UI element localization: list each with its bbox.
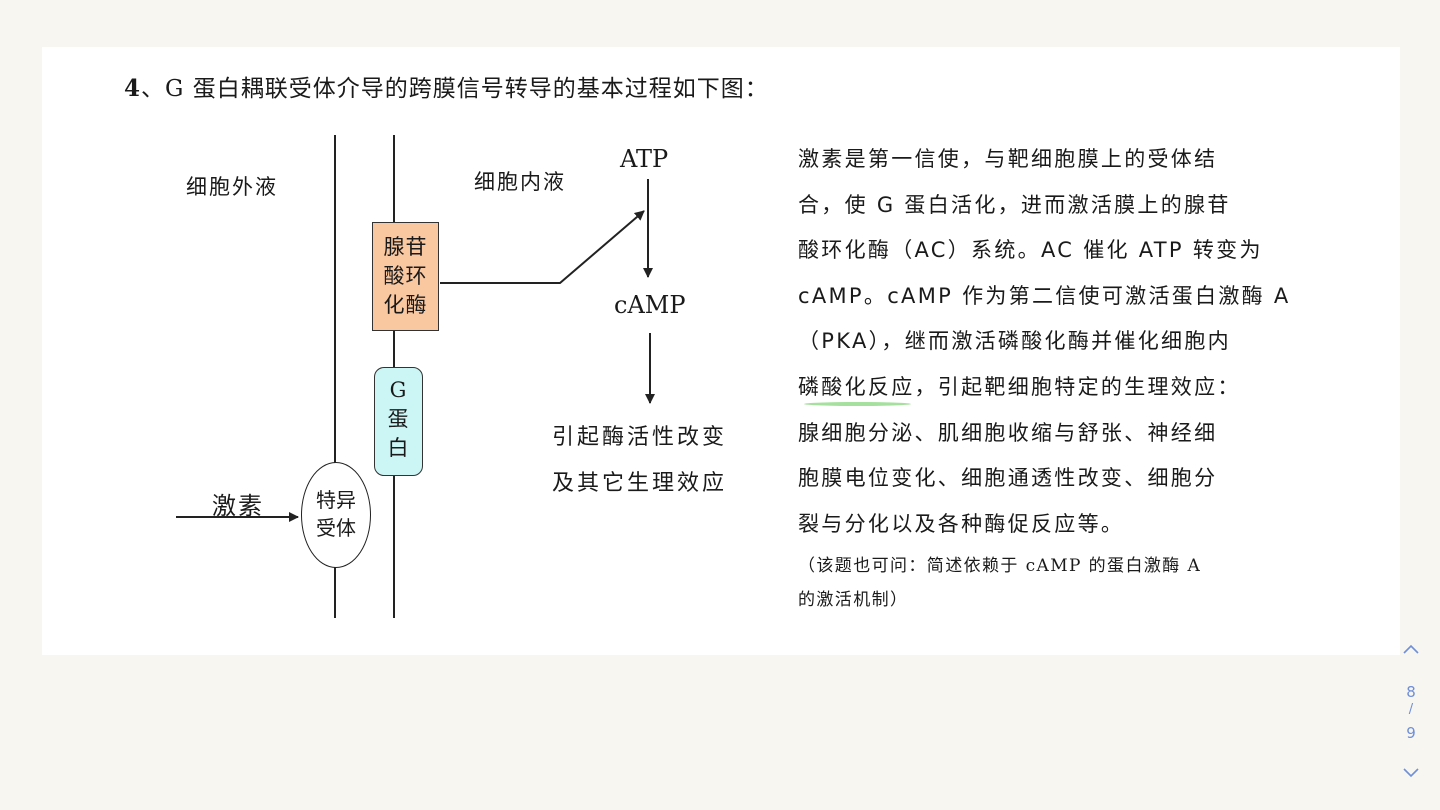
camp-label: cAMP: [614, 291, 686, 319]
description-line: （PKA），继而激活磷酸化酶并催化细胞内: [798, 329, 1231, 354]
chevron-up-icon[interactable]: [1401, 640, 1421, 660]
question-title: 、G 蛋白耦联受体介导的跨膜信号转导的基本过程如下图：: [141, 76, 769, 102]
effect-label-line-1: 引起酶活性改变: [552, 425, 728, 450]
diagram-arrows: [176, 179, 655, 522]
adenylate-cyclase-box: 腺苷 酸环 化酶: [372, 222, 439, 331]
current-page-number: 8: [1406, 683, 1416, 701]
adenylate-cyclase-text-3: 化酶: [383, 293, 428, 317]
g-protein-text-1: G: [389, 378, 408, 402]
intracellular-label: 细胞内液: [474, 170, 566, 194]
total-page-count: 9: [1406, 724, 1416, 742]
mechanism-description: 激素是第一信使，与靶细胞膜上的受体结 合，使 G 蛋白活化，进而激活膜上的腺苷 …: [798, 137, 1318, 547]
description-line: 胞膜电位变化、细胞通透性改变、细胞分: [798, 466, 1218, 491]
description-line: 酸环化酶（AC）系统。AC 催化 ATP 转变为: [798, 238, 1263, 263]
document-page: 4、G 蛋白耦联受体介导的跨膜信号转导的基本过程如下图： 细胞外液 细胞内液 腺…: [42, 47, 1400, 655]
page-navigator: 8 / 9: [1396, 640, 1426, 785]
description-line: 合，使 G 蛋白活化，进而激活膜上的腺苷: [798, 192, 1231, 217]
description-line: 腺细胞分泌、肌细胞收缩与舒张、神经细: [798, 420, 1218, 445]
chevron-down-icon[interactable]: [1401, 762, 1421, 782]
page-separator: /: [1408, 702, 1414, 717]
description-line: cAMP。cAMP 作为第二信使可激活蛋白激酶 A: [798, 283, 1291, 308]
effect-label-line-2: 及其它生理效应: [552, 471, 728, 496]
specific-receptor-ellipse: 特异 受体: [301, 462, 371, 568]
description-line-highlighted: 磷酸化反应，引起靶细胞特定的生理效应：: [798, 365, 1318, 411]
adenylate-cyclase-text-2: 酸环: [383, 264, 428, 288]
cyclase-to-atp-arrow: [440, 210, 645, 284]
g-protein-text-3: 白: [387, 436, 410, 460]
alternate-question-note: （该题也可问：简述依赖于 cAMP 的蛋白激酶 A 的激活机制）: [798, 549, 1358, 617]
note-line: （该题也可问：简述依赖于 cAMP 的蛋白激酶 A: [798, 556, 1202, 576]
highlighted-phrase: 磷酸化反应: [798, 365, 915, 411]
atp-label: ATP: [620, 145, 669, 173]
extracellular-label: 细胞外液: [186, 175, 278, 199]
hormone-label: 激素: [212, 492, 264, 520]
receptor-text-1: 特异: [316, 488, 356, 512]
question-number: 4: [124, 75, 142, 102]
adenylate-cyclase-text-1: 腺苷: [383, 235, 428, 259]
note-line: 的激活机制）: [798, 590, 909, 610]
description-line: 裂与分化以及各种酶促反应等。: [798, 511, 1125, 536]
receptor-text-2: 受体: [316, 516, 356, 540]
g-protein-text-2: 蛋: [387, 407, 410, 431]
membrane-outer-line: [334, 135, 336, 618]
question-heading: 4、G 蛋白耦联受体介导的跨膜信号转导的基本过程如下图：: [124, 69, 769, 103]
description-line-rest: ，引起靶细胞特定的生理效应：: [914, 374, 1241, 399]
g-protein-box: G 蛋 白: [374, 367, 423, 476]
description-line: 激素是第一信使，与靶细胞膜上的受体结: [798, 147, 1218, 171]
